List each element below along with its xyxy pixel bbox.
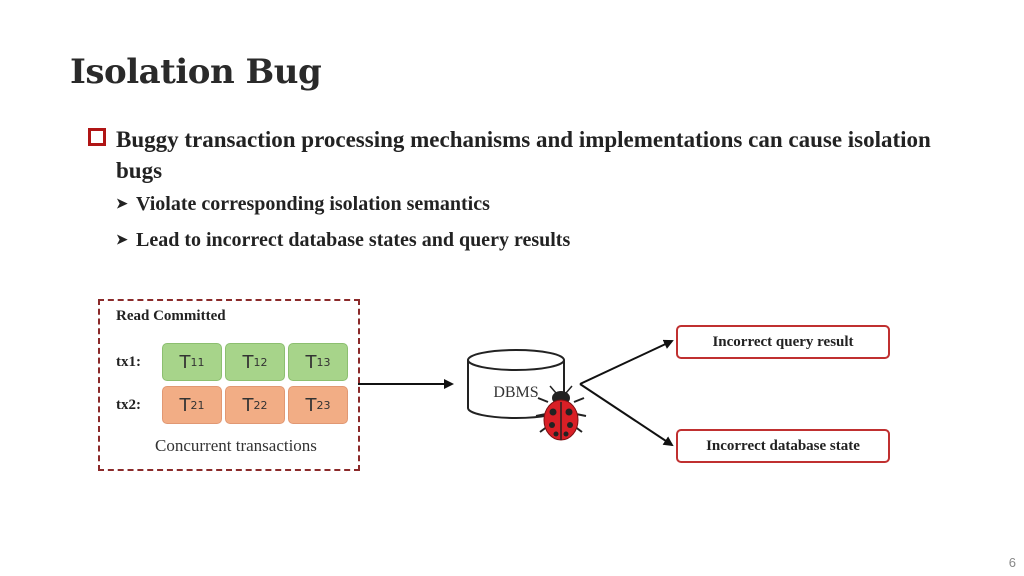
tx2-label: tx2: — [116, 397, 141, 413]
arrow-bullet-icon: ➤ — [116, 233, 128, 248]
arrow-bullet-icon: ➤ — [116, 197, 128, 212]
main-bullet-text: Buggy transaction processing mechanisms … — [116, 127, 931, 183]
arrow-to-database-state — [579, 383, 674, 447]
incorrect-query-result-box: Incorrect query result — [676, 325, 890, 359]
sub-bullet-1: ➤ Violate corresponding isolation semanti… — [116, 193, 490, 216]
concurrent-transactions-caption: Concurrent transactions — [155, 436, 317, 455]
dbms-label: DBMS — [493, 384, 539, 401]
sub-bullet-text: Violate corresponding isolation semantic… — [136, 193, 490, 215]
sub-bullet-2: ➤ Lead to incorrect database states and q… — [116, 229, 570, 252]
slide-title: Isolation Bug — [70, 52, 322, 92]
isolation-level-label: Read Committed — [116, 308, 226, 324]
incorrect-database-state-box: Incorrect database state — [676, 429, 890, 463]
square-bullet-icon — [88, 128, 106, 146]
database-cylinder-icon — [467, 349, 565, 419]
main-bullet: Buggy transaction processing mechanisms … — [88, 124, 948, 186]
sub-bullet-text: Lead to incorrect database states and qu… — [136, 229, 571, 251]
tx1-label: tx1: — [116, 354, 141, 370]
arrow-to-query-result — [579, 339, 674, 385]
page-number: 6 — [1008, 555, 1016, 570]
ladybug-icon — [535, 385, 587, 441]
